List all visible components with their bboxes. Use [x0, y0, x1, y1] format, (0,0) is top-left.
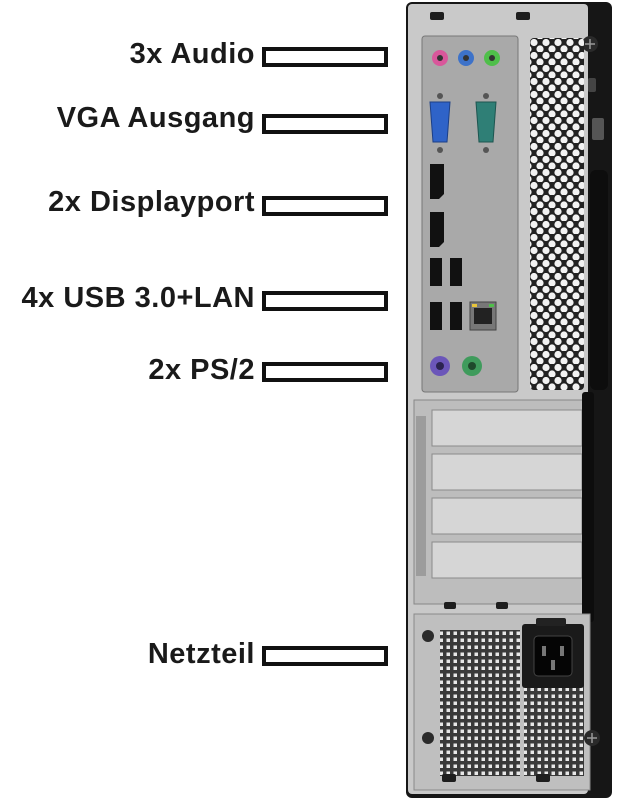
displayport-ports [430, 164, 444, 247]
usb-ports [430, 258, 462, 330]
pointer-audio [262, 47, 388, 67]
expansion-slots [413, 392, 594, 622]
ps2-ports [430, 356, 482, 376]
side-handle [590, 170, 608, 390]
label-ps2: 2x PS/2 [148, 354, 255, 386]
pointer-power [262, 646, 388, 666]
ventilation-grille [530, 38, 584, 390]
pointer-vga [262, 114, 388, 134]
label-displayport: 2x Displayport [48, 186, 255, 218]
audio-jacks [432, 50, 500, 66]
serial-port [475, 93, 497, 153]
pointer-displayport [262, 196, 388, 216]
label-vga: VGA Ausgang [56, 102, 255, 134]
pc-tower-rear-image [406, 2, 612, 798]
label-audio: 3x Audio [129, 38, 255, 70]
lan-port [469, 301, 497, 331]
pointer-ps2 [262, 362, 388, 382]
lock-slot-icon [588, 78, 596, 92]
label-usb-lan: 4x USB 3.0+LAN [21, 282, 255, 314]
pointer-usb-lan [262, 291, 388, 311]
label-power: Netzteil [147, 638, 255, 670]
power-supply [413, 613, 600, 791]
vga-port [429, 93, 451, 153]
